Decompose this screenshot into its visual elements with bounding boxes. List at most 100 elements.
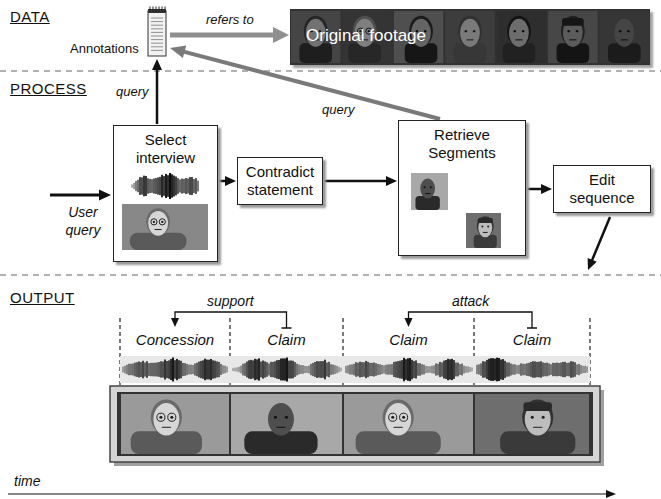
waveform-bar bbox=[124, 366, 126, 374]
waveform-bar bbox=[425, 366, 427, 373]
notebook-page bbox=[148, 11, 166, 56]
photo-eye bbox=[402, 416, 405, 419]
waveform-bar bbox=[401, 360, 403, 379]
waveform-bar bbox=[488, 359, 490, 380]
waveform-bar bbox=[202, 360, 204, 378]
waveform-bar bbox=[188, 365, 190, 375]
waveform-bar bbox=[238, 367, 240, 373]
arrow-head bbox=[225, 176, 236, 186]
waveform-bar bbox=[310, 364, 312, 375]
waveform-bar bbox=[147, 178, 149, 193]
photo-face bbox=[148, 211, 168, 236]
waveform-bar bbox=[514, 364, 516, 374]
waveform-bar bbox=[361, 362, 363, 377]
waveform-bar bbox=[395, 362, 397, 378]
connector bbox=[405, 312, 538, 328]
waveform-bar bbox=[516, 365, 518, 374]
time-axis bbox=[8, 493, 608, 494]
waveform-bar bbox=[423, 365, 425, 375]
waveform-bar bbox=[183, 179, 185, 193]
waveform-bar bbox=[504, 361, 506, 378]
waveform-bar bbox=[146, 361, 148, 378]
edge-label: attack bbox=[450, 293, 491, 309]
notebook-rule bbox=[151, 36, 163, 37]
waveform-bar bbox=[377, 364, 379, 375]
waveform-bar bbox=[498, 358, 500, 381]
waveform-bar bbox=[544, 363, 546, 376]
waveform-bar bbox=[298, 365, 300, 375]
connector-line bbox=[175, 312, 287, 328]
waveform-bar bbox=[518, 365, 520, 374]
waveform-bar bbox=[157, 177, 159, 194]
waveform-bar bbox=[407, 358, 409, 381]
output-arrow bbox=[591, 217, 610, 262]
connector-line bbox=[409, 312, 533, 328]
waveform-bar bbox=[357, 363, 359, 377]
connector bbox=[324, 176, 397, 186]
arrow-head bbox=[273, 27, 289, 43]
photo-eye bbox=[170, 416, 173, 419]
waveform-bar bbox=[172, 358, 174, 382]
waveform-bar bbox=[252, 360, 254, 378]
section-label: time bbox=[14, 473, 40, 489]
notebook-spiral bbox=[159, 7, 160, 13]
waveform-bar bbox=[419, 363, 421, 376]
waveform-bar bbox=[383, 365, 385, 373]
section-label: PROCESS bbox=[10, 80, 87, 97]
waveform-bar bbox=[391, 364, 393, 375]
waveform-bar bbox=[582, 366, 584, 373]
waveform-bar bbox=[274, 361, 276, 378]
waveform-bar bbox=[500, 360, 502, 380]
waveform-bar bbox=[480, 363, 482, 375]
waveform-bar bbox=[198, 362, 200, 378]
waveform-bar bbox=[443, 361, 445, 379]
waveform-bar bbox=[296, 364, 298, 376]
waveform-bar bbox=[405, 359, 407, 380]
waveform-bar bbox=[345, 366, 347, 373]
waveform-bar bbox=[171, 174, 173, 197]
connector bbox=[219, 176, 236, 186]
photo-hair bbox=[383, 399, 414, 435]
waveform-bar bbox=[286, 358, 288, 382]
notebook-spiral bbox=[165, 7, 166, 13]
waveform-bar bbox=[371, 363, 373, 376]
photo-glasses bbox=[157, 413, 165, 421]
photo-cap bbox=[478, 218, 493, 223]
waveform-bar bbox=[445, 360, 447, 379]
waveform-bar bbox=[122, 367, 124, 373]
waveform-bar bbox=[193, 179, 195, 193]
photo-glasses bbox=[389, 413, 397, 421]
photo-mouth bbox=[394, 427, 403, 428]
node-text: Annotations bbox=[70, 41, 139, 56]
waveform-bar bbox=[234, 368, 236, 372]
waveform-bar bbox=[349, 365, 351, 375]
waveform-bar bbox=[163, 176, 165, 196]
waveform-bar bbox=[482, 361, 484, 378]
waveform-bar bbox=[194, 363, 196, 375]
waveform-bar bbox=[322, 361, 324, 378]
waveform-bar bbox=[187, 179, 189, 194]
waveform-bar bbox=[244, 363, 246, 376]
segment-role: Concession bbox=[120, 328, 230, 349]
notebook-rule bbox=[151, 28, 163, 29]
waveform-bar bbox=[304, 366, 306, 373]
waveform-bar bbox=[248, 360, 250, 378]
waveform-bar bbox=[154, 363, 156, 377]
waveform-bar bbox=[151, 179, 153, 193]
waveform-bar bbox=[476, 365, 478, 374]
waveform-bar bbox=[226, 366, 228, 372]
waveform-bar bbox=[484, 362, 486, 378]
waveform-bar bbox=[212, 360, 214, 378]
photo-eye bbox=[487, 226, 489, 228]
photo-cap bbox=[523, 402, 552, 411]
waveform-bar bbox=[433, 365, 435, 373]
waveform-bar bbox=[139, 177, 141, 195]
edge-label: query bbox=[114, 84, 151, 99]
waveform-bar bbox=[206, 360, 208, 380]
waveform-bar bbox=[389, 364, 391, 374]
waveform-bar bbox=[192, 365, 194, 374]
box-illustration bbox=[114, 170, 216, 259]
waveform-bar bbox=[164, 360, 166, 380]
